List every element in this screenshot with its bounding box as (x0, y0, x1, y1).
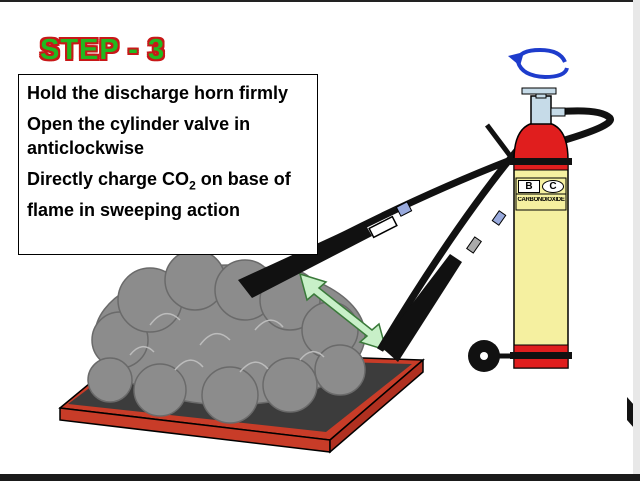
class-c-badge: C (542, 180, 564, 193)
instruction-2: Open the cylinder valve in anticlockwise (27, 114, 251, 158)
discharge-horn-front (238, 201, 413, 298)
instruction-1: Hold the discharge horn firmly (27, 83, 289, 103)
discharge-horn-rear (380, 210, 507, 362)
instruction-3-sub: 2 (189, 178, 196, 193)
extinguisher-label: CARBONDIOXIDE (517, 197, 565, 203)
slide-edge-right (633, 0, 640, 481)
rotate-anticlockwise-icon (508, 47, 569, 80)
step-title: STEP - 3 (40, 34, 166, 66)
instruction-3: Directly charge CO2 on base of flame in … (27, 167, 309, 222)
instruction-3-post: on base of flame in sweeping action (27, 169, 291, 220)
smoke-highlights (129, 312, 325, 373)
edge-marker (627, 397, 634, 428)
co2-extinguisher (468, 87, 572, 372)
slide-edge-bottom (0, 474, 640, 481)
instruction-box: Hold the discharge horn firmly Open the … (18, 74, 318, 255)
instruction-3-pre: Directly charge CO (27, 169, 190, 189)
class-b-badge: B (518, 180, 540, 193)
top-rule (0, 0, 640, 2)
